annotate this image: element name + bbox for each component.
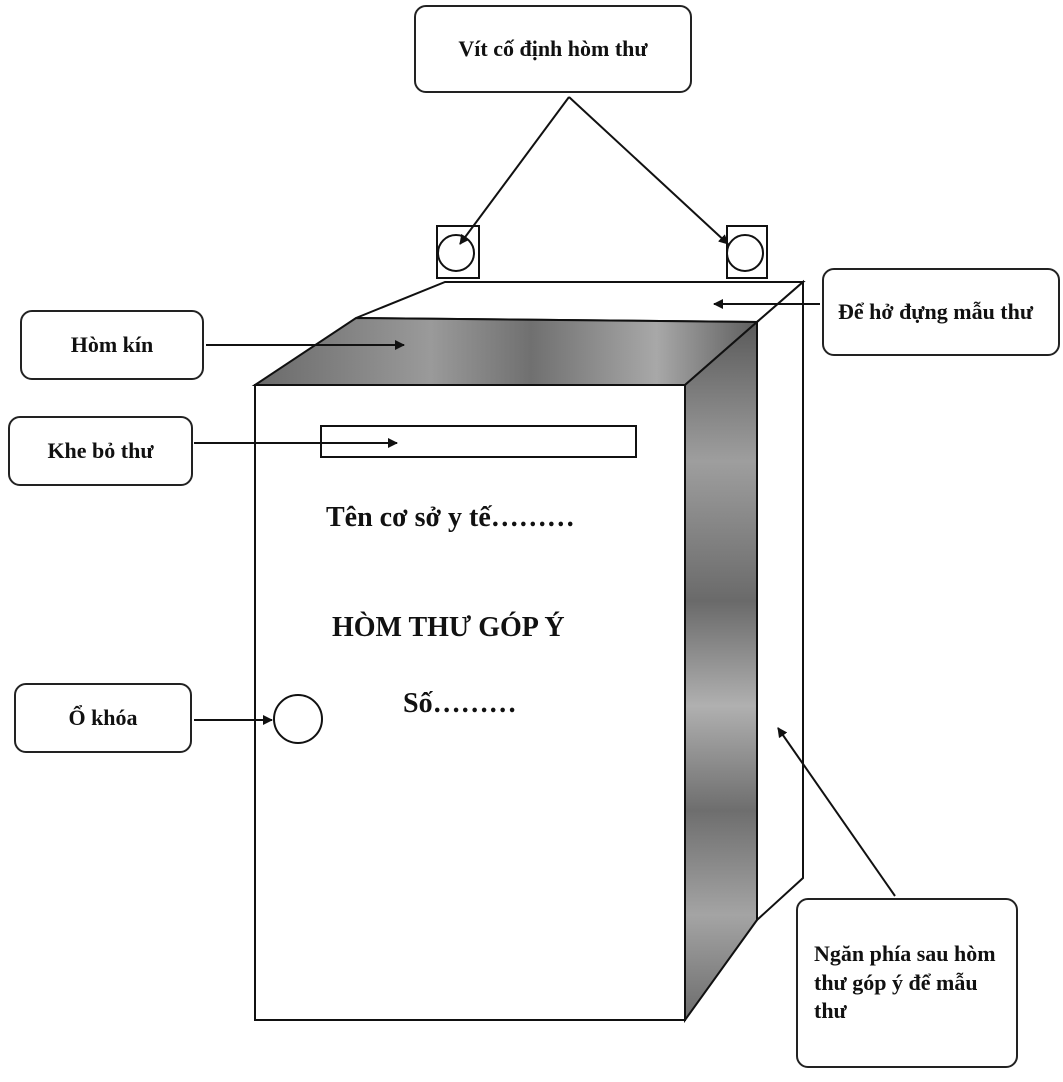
arrow-screw-right	[568, 96, 729, 245]
facility-name-label: Tên cơ sở y tế………	[326, 502, 575, 533]
callout-open-top-text: Để hở đựng mẫu thư	[838, 298, 1034, 324]
box-top-face	[251, 316, 760, 386]
arrow-back-compartment	[777, 727, 896, 897]
screw-right	[726, 225, 768, 279]
callout-letter-slot-text: Khe bỏ thư	[47, 437, 154, 463]
arrow-screw-left	[459, 96, 570, 245]
callout-back-compartment: Ngăn phía sau hòm thư góp ý để mẫu thư	[796, 898, 1018, 1068]
callout-mounting-screws: Vít cố định hòm thư	[414, 5, 692, 93]
open-top-tray	[355, 281, 806, 324]
callout-letter-slot: Khe bỏ thư	[8, 416, 193, 486]
callout-lock-text: Ổ khóa	[68, 704, 138, 730]
letter-slot	[320, 425, 637, 458]
box-front-face	[254, 384, 686, 1021]
callout-sealed-box: Hòm kín	[20, 310, 204, 380]
back-compartment	[756, 279, 804, 923]
callout-sealed-box-text: Hòm kín	[70, 331, 154, 357]
box-title-label: HÒM THƯ GÓP Ý	[332, 612, 565, 643]
callout-mounting-screws-text: Vít cố định hòm thư	[458, 35, 648, 61]
callout-lock: Ổ khóa	[14, 683, 192, 753]
box-number-label: Số………	[403, 688, 517, 719]
box-side-face	[684, 319, 758, 1024]
callout-back-compartment-text: Ngăn phía sau hòm thư góp ý để mẫu thư	[814, 941, 996, 1024]
lock-circle	[273, 694, 323, 744]
callout-open-top: Để hở đựng mẫu thư	[822, 268, 1060, 356]
screw-left	[436, 225, 480, 279]
